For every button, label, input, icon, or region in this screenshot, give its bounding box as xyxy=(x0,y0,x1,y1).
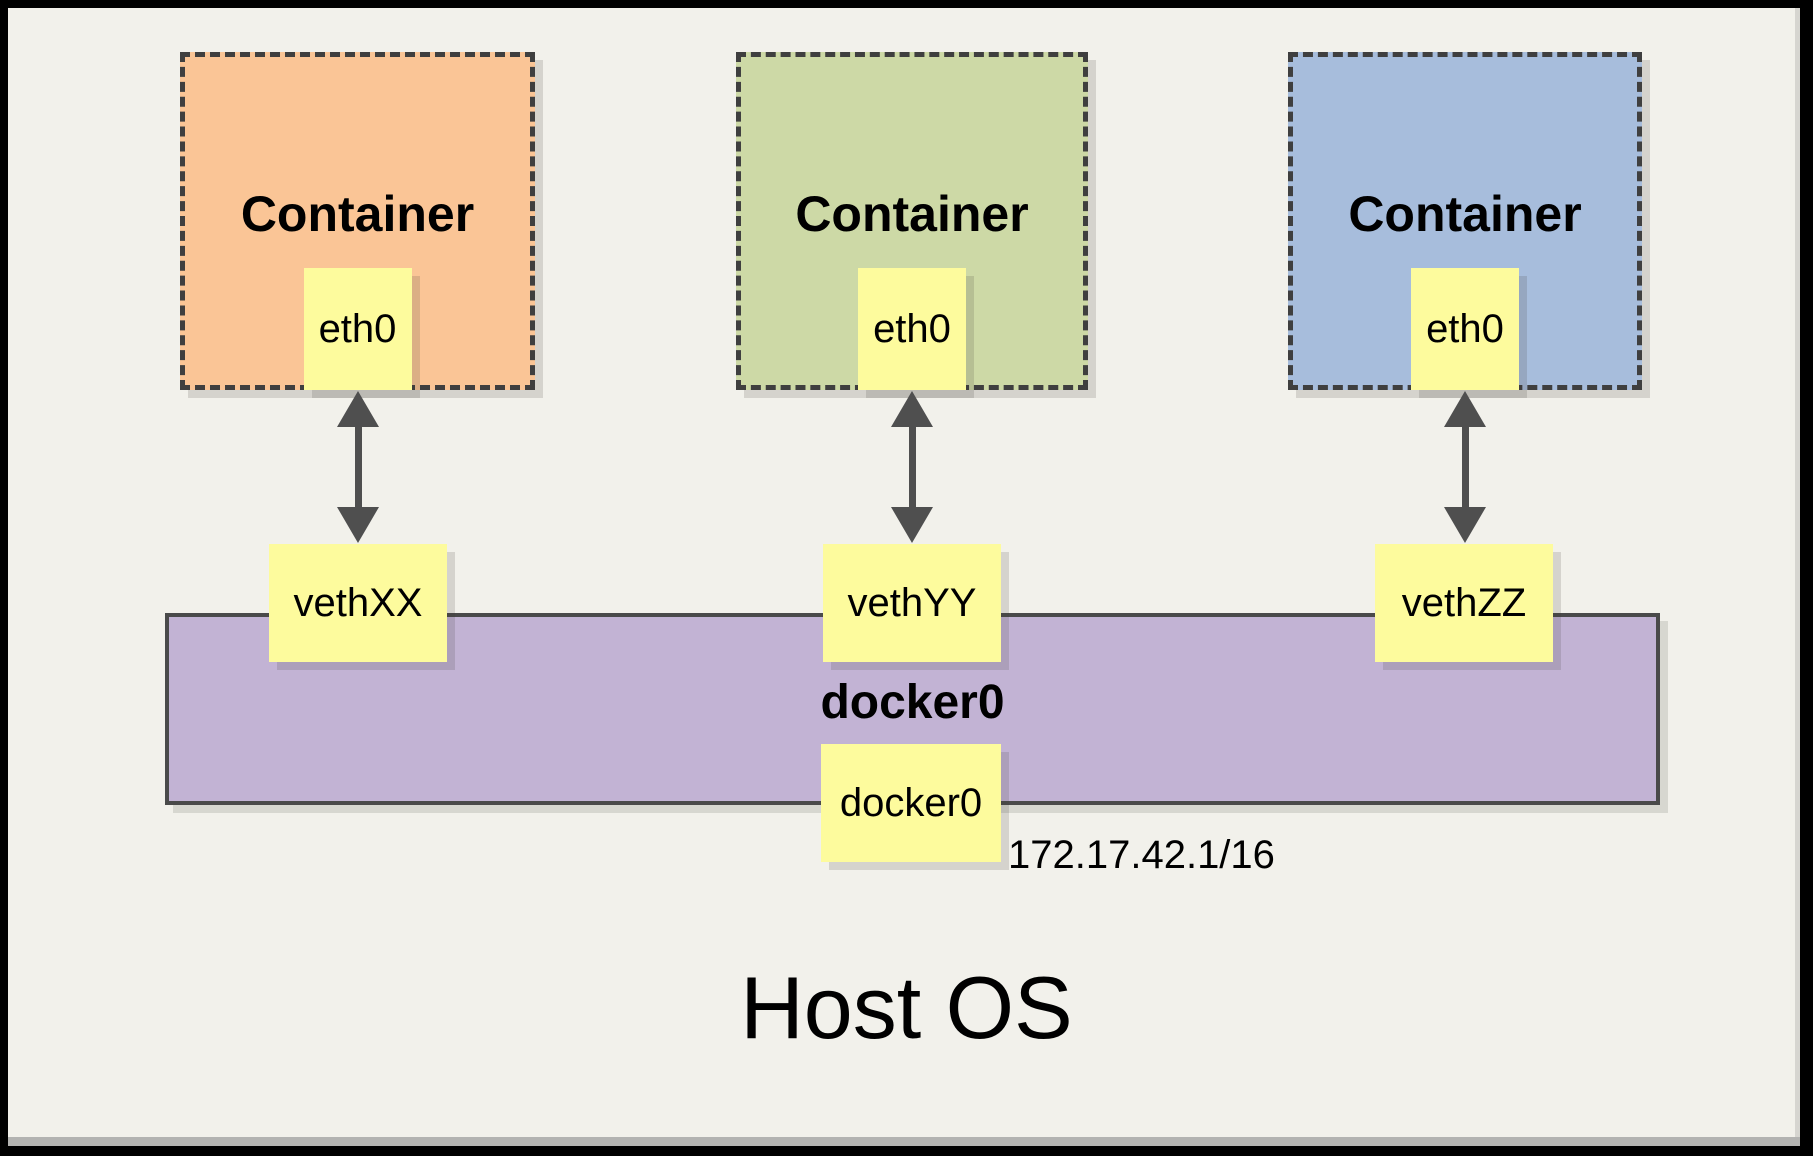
arrow-shaft xyxy=(354,427,362,507)
arrowhead-up-icon xyxy=(891,391,933,427)
container-3-eth0-label: eth0 xyxy=(1426,307,1504,351)
eth0-vethzz-arrow xyxy=(1443,391,1487,543)
container-1-eth0-box: eth0 xyxy=(303,268,412,390)
vethzz-label: vethZZ xyxy=(1401,581,1527,625)
vethyy-box: vethYY xyxy=(823,544,1001,662)
eth0-vethxx-arrow xyxy=(336,391,380,543)
arrowhead-down-icon xyxy=(1444,507,1486,543)
container-box-3: Container eth0 xyxy=(1288,52,1642,390)
container-2-label: Container xyxy=(795,186,1029,242)
eth0-vethyy-arrow xyxy=(890,391,934,543)
container-1-eth0-label: eth0 xyxy=(318,307,397,351)
arrowhead-up-icon xyxy=(337,391,379,427)
container-3-eth0-box: eth0 xyxy=(1411,268,1519,390)
docker0-interface-box: docker0 xyxy=(821,744,1001,862)
vethzz-box: vethZZ xyxy=(1375,544,1553,662)
vethxx-box: vethXX xyxy=(269,544,447,662)
arrow-shaft xyxy=(908,427,916,507)
container-3-label: Container xyxy=(1348,186,1582,242)
container-2-eth0-label: eth0 xyxy=(873,307,951,351)
vethxx-label: vethXX xyxy=(293,581,423,625)
arrowhead-down-icon xyxy=(891,507,933,543)
bridge-ip-label: 172.17.42.1/16 xyxy=(1008,833,1275,877)
arrow-shaft xyxy=(1461,427,1469,507)
container-1-label: Container xyxy=(240,186,475,242)
container-2-eth0-box: eth0 xyxy=(858,268,966,390)
arrowhead-up-icon xyxy=(1444,391,1486,427)
vethyy-label: vethYY xyxy=(847,581,977,625)
arrowhead-down-icon xyxy=(337,507,379,543)
host-os-label: Host OS xyxy=(740,958,1073,1057)
container-box-2: Container eth0 xyxy=(736,52,1088,390)
docker0-bridge-label: docker0 xyxy=(820,676,1005,729)
docker0-interface-label: docker0 xyxy=(839,781,983,825)
container-box-1: Container eth0 xyxy=(180,52,535,390)
